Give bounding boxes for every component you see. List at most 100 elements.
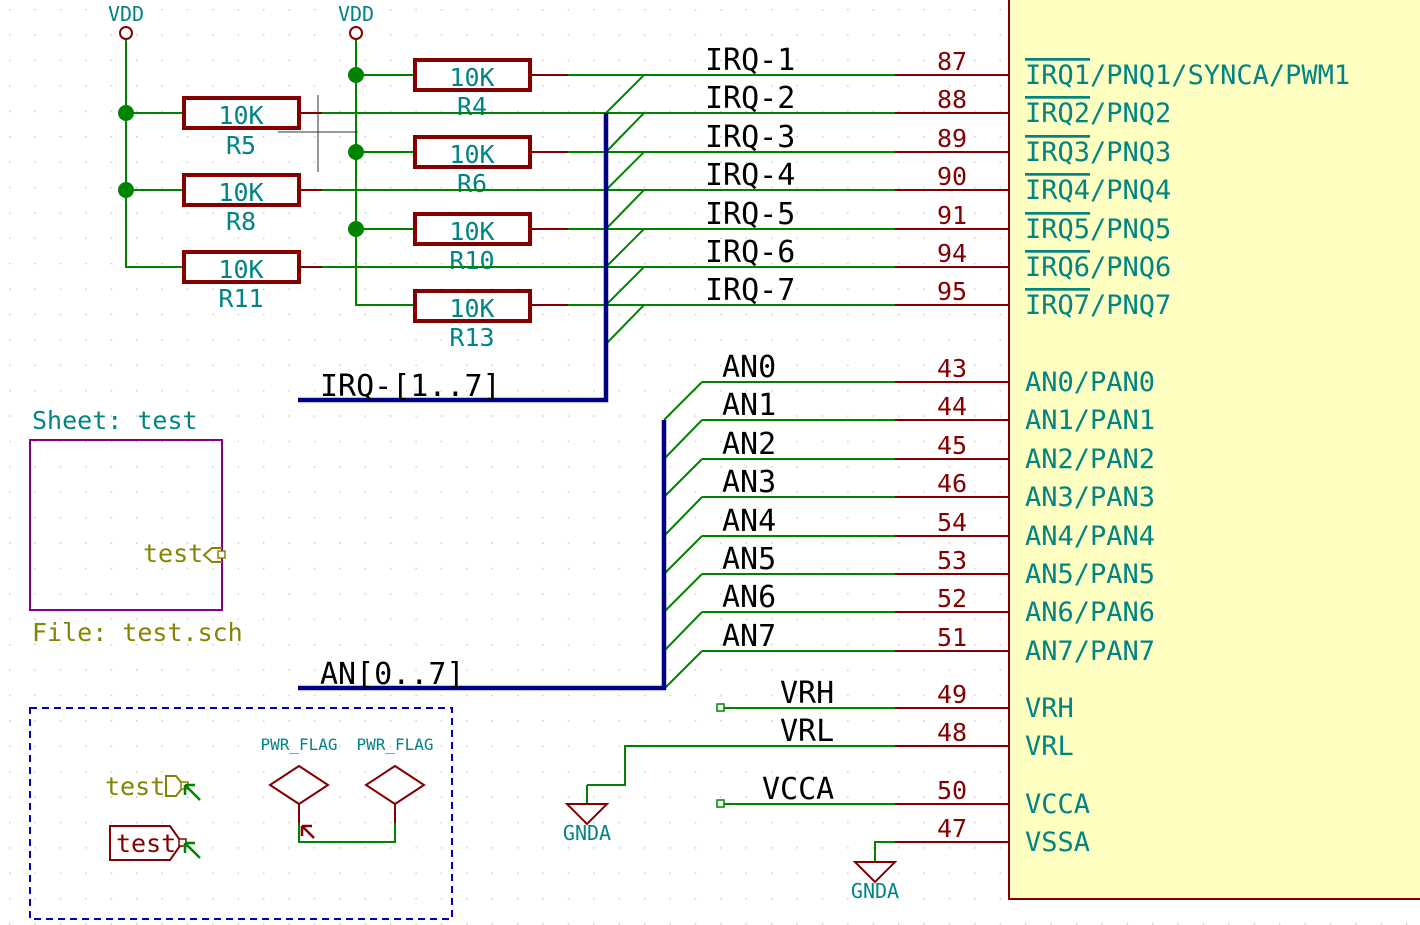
pin-number: 90 bbox=[937, 162, 967, 191]
resistor-ref: R4 bbox=[457, 92, 487, 121]
net-label: AN4 bbox=[722, 504, 776, 539]
vdd-mid-label: VDD bbox=[338, 2, 374, 26]
pin-number: 50 bbox=[937, 776, 967, 805]
pin-name: IRQ6/PNQ6 bbox=[1025, 252, 1171, 283]
gnda-right-label: GNDA bbox=[851, 879, 899, 903]
irq-bus-entries bbox=[605, 74, 645, 345]
irq-pin-names: IRQ1/PNQ1/SYNCA/PWM1 IRQ2/PNQ2 IRQ3/PNQ3… bbox=[1025, 60, 1350, 321]
pin-name: VRL bbox=[1025, 731, 1074, 762]
pin-number: 44 bbox=[937, 392, 967, 421]
pin-name: IRQ3/PNQ3 bbox=[1025, 137, 1171, 168]
pin-number: 46 bbox=[937, 469, 967, 498]
vdd-left-label: VDD bbox=[108, 2, 144, 26]
pwr-flag-wire bbox=[298, 823, 396, 843]
resistor-r5[interactable]: 10K R5 bbox=[182, 96, 301, 160]
pin-number: 87 bbox=[937, 47, 967, 76]
net-label: IRQ-2 bbox=[705, 81, 795, 116]
hier-label-shape bbox=[165, 775, 186, 797]
pin-number: 43 bbox=[937, 354, 967, 383]
ref-pin-lines bbox=[895, 707, 1009, 843]
ref-wires bbox=[586, 707, 895, 862]
irq-net-labels: IRQ-1 IRQ-2 IRQ-3 IRQ-4 IRQ-5 IRQ-6 IRQ-… bbox=[705, 43, 795, 308]
pin-name-suffix: /PNQ6 bbox=[1090, 252, 1171, 283]
gnda-right-symbol[interactable]: GNDA bbox=[851, 861, 899, 903]
pin-number: 94 bbox=[937, 239, 967, 268]
resistor-ref: R6 bbox=[457, 169, 487, 198]
net-label: AN1 bbox=[722, 388, 776, 423]
resistor-value: 10K bbox=[218, 255, 263, 284]
pin-name: VRH bbox=[1025, 693, 1074, 724]
pin-name-suffix: /PNQ3 bbox=[1090, 137, 1171, 168]
erc-arrow-icon bbox=[183, 783, 201, 801]
pin-name: IRQ7/PNQ7 bbox=[1025, 290, 1171, 321]
resistor-value: 10K bbox=[218, 178, 263, 207]
ic-body[interactable] bbox=[1008, 0, 1420, 900]
pin-name: IRQ1/PNQ1/SYNCA/PWM1 bbox=[1025, 60, 1350, 91]
resistor-r11[interactable]: 10K R11 bbox=[182, 250, 301, 313]
pin-name-active-low: IRQ3 bbox=[1025, 137, 1090, 168]
crosshair-cursor bbox=[278, 95, 358, 172]
gnda-left-label: GNDA bbox=[563, 821, 611, 845]
irq-bus[interactable] bbox=[298, 113, 609, 403]
resistor-r8[interactable]: 10K R8 bbox=[182, 173, 301, 236]
gnda-left-symbol[interactable]: GNDA bbox=[563, 803, 611, 845]
an-bus[interactable] bbox=[298, 420, 667, 691]
hierarchical-sheet[interactable]: Sheet: test test File: test.sch bbox=[29, 406, 243, 647]
vdd-left-symbol[interactable]: VDD bbox=[108, 2, 144, 50]
pin-name: VCCA bbox=[1025, 789, 1090, 820]
pin-name-active-low: IRQ6 bbox=[1025, 252, 1090, 283]
pin-number: 49 bbox=[937, 680, 967, 709]
net-label: VRL bbox=[780, 714, 834, 749]
resistor-value: 10K bbox=[218, 101, 263, 130]
sheet-file: File: test.sch bbox=[32, 618, 243, 647]
net-label: AN3 bbox=[722, 465, 776, 500]
pin-name: IRQ5/PNQ5 bbox=[1025, 214, 1171, 245]
erc-arrow-icon bbox=[300, 824, 315, 839]
resistor-ref: R5 bbox=[226, 131, 256, 160]
pin-number: 53 bbox=[937, 546, 967, 575]
pin-name: IRQ4/PNQ4 bbox=[1025, 175, 1171, 206]
net-label: VCCA bbox=[762, 772, 834, 807]
erc-arrow-icon bbox=[183, 841, 201, 859]
sheet-pin-anchor bbox=[217, 550, 226, 559]
global-label[interactable]: test bbox=[109, 825, 201, 861]
resistor-r6[interactable]: 10K R6 bbox=[413, 135, 532, 198]
irq-pin-numbers: 87 88 89 90 91 94 95 bbox=[937, 47, 967, 306]
global-label-shape bbox=[109, 825, 184, 861]
pin-number: 91 bbox=[937, 201, 967, 230]
pin-name: AN0/PAN0 bbox=[1025, 367, 1155, 398]
ref-net-labels: VRH VRL VCCA bbox=[762, 676, 834, 807]
global-label-text: test bbox=[116, 829, 176, 858]
pin-name: AN2/PAN2 bbox=[1025, 444, 1155, 475]
resistor-ref: R13 bbox=[449, 323, 494, 352]
sheet-name: Sheet: test bbox=[32, 406, 198, 435]
pwr-flag-b[interactable]: PWR_FLAG bbox=[356, 735, 434, 823]
pin-name: AN3/PAN3 bbox=[1025, 482, 1155, 513]
an-bus-entries bbox=[663, 381, 703, 690]
pin-name: AN4/PAN4 bbox=[1025, 521, 1155, 552]
pin-number: 89 bbox=[937, 124, 967, 153]
resistor-leads bbox=[300, 74, 568, 306]
an-bus-label: AN[0..7] bbox=[320, 657, 465, 692]
an-pin-numbers: 43 44 45 46 54 53 52 51 bbox=[937, 354, 967, 652]
resistor-value: 10K bbox=[449, 140, 494, 169]
pin-name-suffix: /PNQ2 bbox=[1090, 98, 1171, 129]
resistor-r13[interactable]: 10K R13 bbox=[413, 289, 532, 352]
net-label: AN0 bbox=[722, 350, 776, 385]
resistor-r4[interactable]: 10K R4 bbox=[413, 58, 532, 121]
resistor-r10[interactable]: 10K R10 bbox=[413, 212, 532, 275]
net-label: IRQ-4 bbox=[705, 158, 795, 193]
sheet-pin-icon bbox=[202, 547, 222, 563]
no-connect-marker-vrh bbox=[716, 703, 725, 712]
an-wires bbox=[702, 381, 895, 652]
pin-name: IRQ2/PNQ2 bbox=[1025, 98, 1171, 129]
pin-name-active-low: IRQ4 bbox=[1025, 175, 1090, 206]
pin-name-active-low: IRQ5 bbox=[1025, 214, 1090, 245]
hierarchical-label[interactable]: test bbox=[105, 772, 201, 801]
resistor-value: 10K bbox=[449, 217, 494, 246]
pwr-flag-label: PWR_FLAG bbox=[260, 735, 337, 754]
pin-number: 45 bbox=[937, 431, 967, 460]
pwr-flag-a[interactable]: PWR_FLAG bbox=[260, 735, 338, 823]
pin-name-active-low: IRQ7 bbox=[1025, 290, 1090, 321]
pin-number: 52 bbox=[937, 584, 967, 613]
